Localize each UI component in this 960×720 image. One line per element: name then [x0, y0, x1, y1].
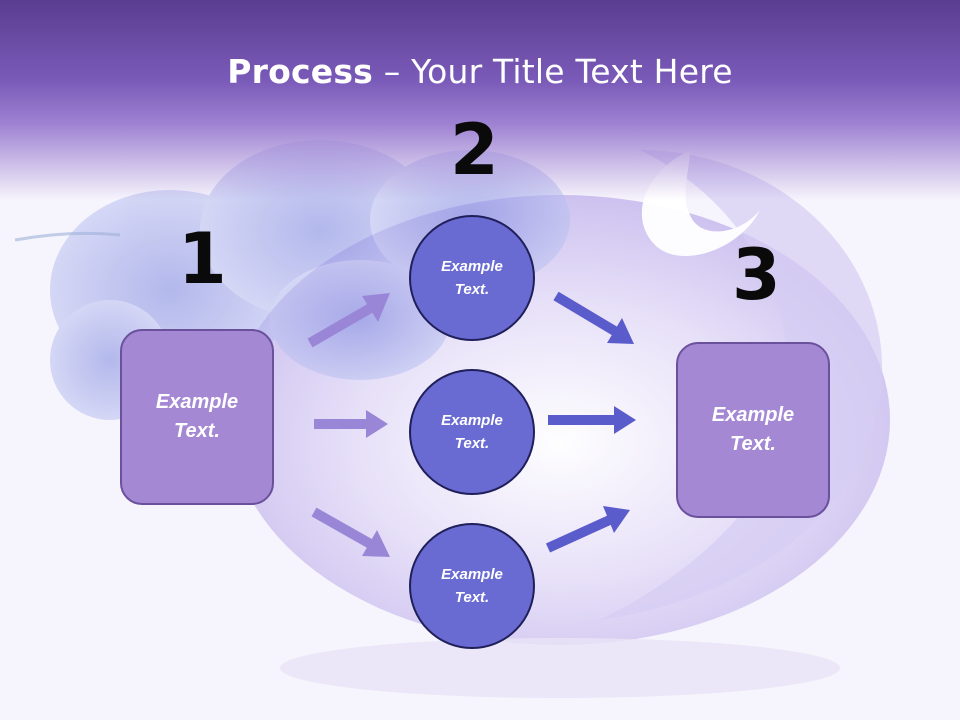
arrow-left-to-top	[307, 293, 390, 348]
step-2-circle-bottom: Example Text.	[409, 523, 535, 649]
step-2-circle-top: Example Text.	[409, 215, 535, 341]
header-band	[0, 0, 960, 200]
step-1-box: Example Text.	[120, 329, 274, 505]
step-2-circle-middle-text: Example Text.	[441, 412, 503, 452]
step-number-1: 1	[178, 218, 227, 300]
step-2-circle-bottom-text: Example Text.	[441, 566, 503, 606]
step-3-box: Example Text.	[676, 342, 830, 518]
arrow-bottom-to-right	[545, 506, 630, 553]
step-number-2: 2	[450, 109, 499, 191]
step-3-text: Example Text.	[711, 404, 795, 455]
step-2-circle-middle: Example Text.	[409, 369, 535, 495]
slide-title: Process – Your Title Text Here	[0, 52, 960, 91]
title-bold: Process	[227, 52, 374, 91]
step-2-circle-top-text: Example Text.	[441, 258, 503, 298]
step-number-3: 3	[732, 234, 781, 316]
arrow-top-to-right	[553, 291, 634, 344]
arrow-left-to-bottom	[311, 507, 390, 557]
arrow-left-to-middle	[314, 410, 388, 438]
title-rest: – Your Title Text Here	[373, 52, 733, 91]
step-1-text: Example Text.	[155, 391, 239, 442]
arrow-middle-to-right	[548, 406, 636, 434]
